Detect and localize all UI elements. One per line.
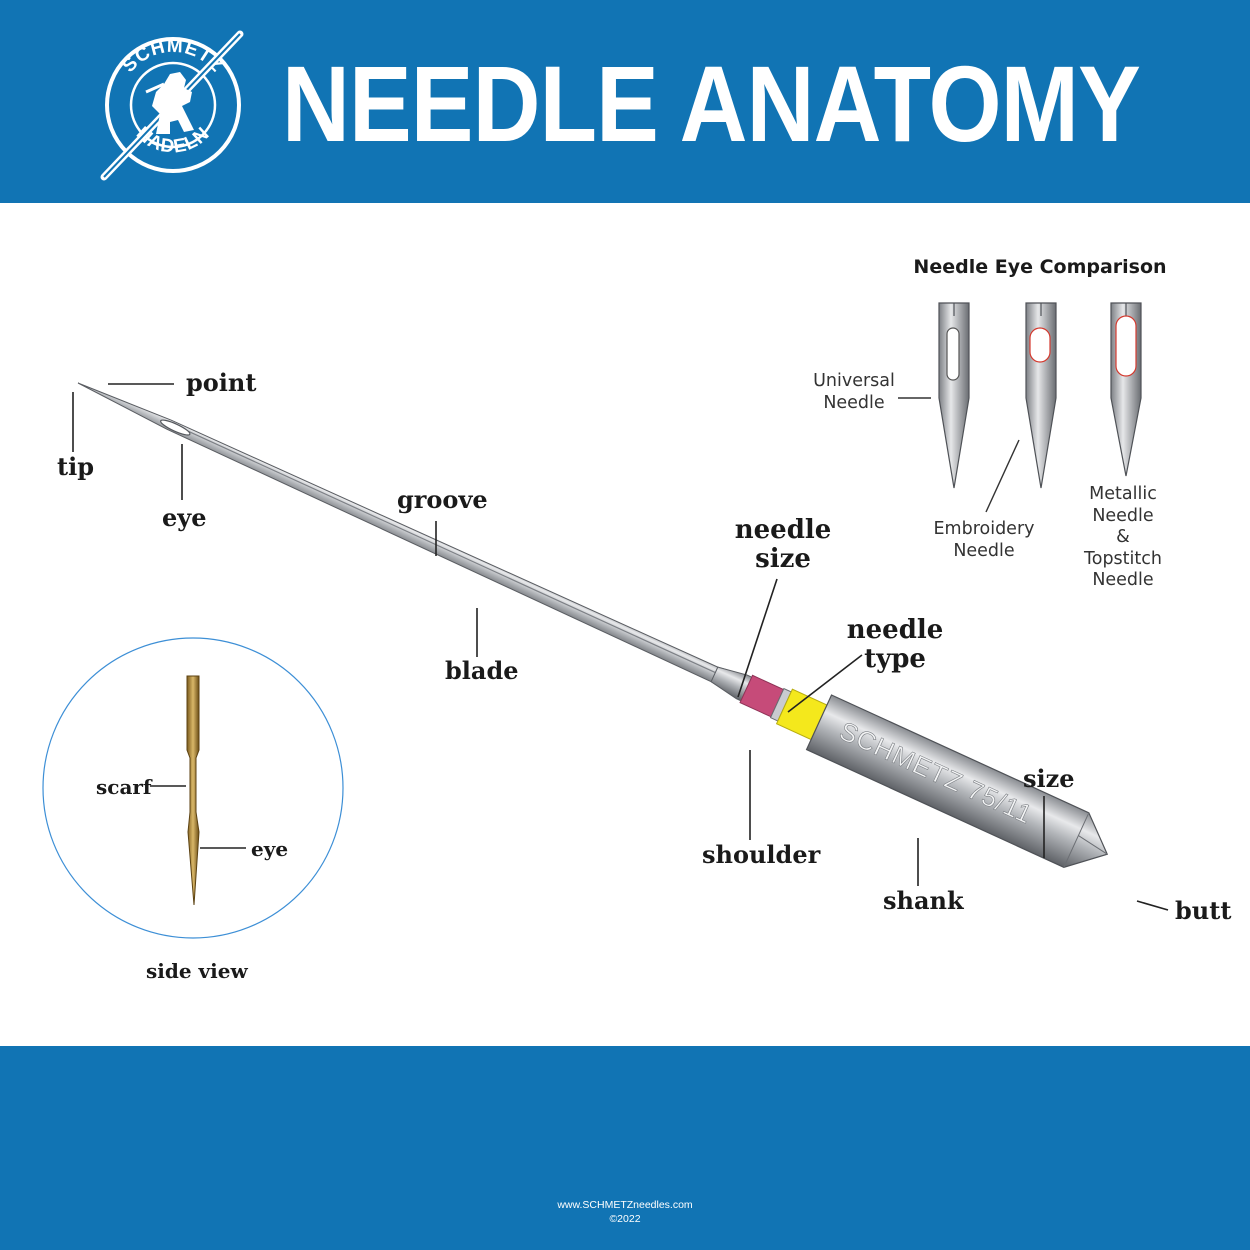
cmp-metallic-line5: Needle	[1092, 570, 1154, 590]
label-blade: blade	[445, 656, 519, 685]
cmp-universal-label: Universal Needle	[800, 371, 908, 414]
cmp-universal-line2: Needle	[823, 392, 885, 413]
label-needle-type: needle type	[845, 616, 945, 674]
page-title: NEEDLE ANATOMY	[282, 43, 1141, 164]
cmp-metallic-line3: &	[1116, 527, 1130, 547]
label-needle-size: needle size	[733, 516, 833, 574]
cmp-embroidery-label: Embroidery Needle	[921, 519, 1047, 562]
label-eye: eye	[162, 503, 207, 532]
cmp-metallic-label: Metallic Needle & Topstitch Needle	[1068, 484, 1178, 592]
header-band	[0, 0, 1250, 203]
cmp-metallic-line2: Needle	[1092, 505, 1154, 526]
label-groove: groove	[397, 485, 488, 514]
schmetz-logo: SCHMETZ NADELN	[100, 30, 244, 181]
label-tip: tip	[57, 452, 94, 481]
side-view-needle	[186, 675, 200, 906]
label-needle-type-line2: type	[864, 644, 926, 674]
eye-comparison-needles	[938, 302, 1142, 489]
label-needle-type-line1: needle	[846, 615, 944, 645]
label-point: point	[186, 368, 257, 397]
footer-copyright: ©2022	[609, 1213, 641, 1225]
label-needle-size-line2: size	[755, 544, 811, 574]
footer-band	[0, 1046, 1250, 1250]
label-butt: butt	[1175, 896, 1232, 925]
label-size: size	[1023, 764, 1075, 793]
cmp-embroidery-line2: Needle	[953, 540, 1015, 561]
label-needle-size-line1: needle	[734, 515, 832, 545]
eye-comparison-title: Needle Eye Comparison	[913, 256, 1167, 278]
label-shoulder: shoulder	[702, 840, 821, 869]
side-label-eye: eye	[251, 837, 289, 861]
cmp-metallic-line4: Topstitch	[1084, 548, 1162, 569]
side-view-caption: side view	[146, 959, 248, 983]
cmp-universal-line1: Universal	[813, 371, 895, 391]
cmp-embroidery-line1: Embroidery	[933, 519, 1035, 539]
cmp-metallic-line1: Metallic	[1089, 484, 1157, 504]
side-label-scarf: scarf	[96, 775, 152, 799]
label-shank: shank	[883, 886, 964, 915]
footer-url[interactable]: www.SCHMETZneedles.com	[557, 1199, 693, 1211]
